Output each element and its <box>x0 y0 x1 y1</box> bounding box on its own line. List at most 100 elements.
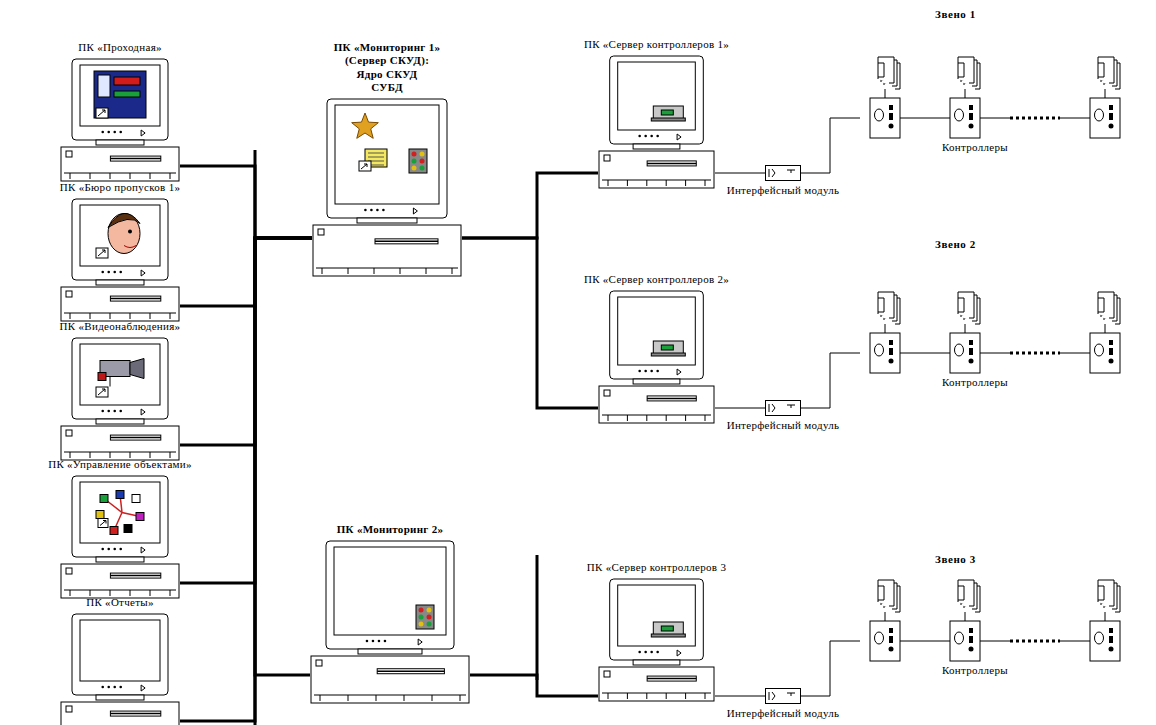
node-heading: Интерфейсный модуль <box>727 707 840 720</box>
drawing-part <box>96 108 108 118</box>
drawing-part <box>110 437 160 439</box>
drawing-part <box>110 573 160 578</box>
drawing-part <box>61 426 179 460</box>
drawing-part <box>950 621 980 661</box>
node-heading: ПК «Сервер контроллеров 2» <box>584 273 729 286</box>
drawing-part <box>80 65 160 126</box>
drawing-part <box>90 452 91 458</box>
drawing-part <box>70 173 71 179</box>
computer-icon <box>61 199 179 321</box>
drawing-part <box>110 452 111 458</box>
drawing-part <box>661 626 673 631</box>
drawing-part <box>608 415 609 421</box>
drawing-part <box>705 693 706 699</box>
drawing-part <box>1095 109 1104 121</box>
drawing-part <box>685 693 686 699</box>
drawing-part <box>1105 612 1106 621</box>
drawing-part <box>885 324 886 333</box>
drawing-part <box>90 173 91 179</box>
node-heading: ПК «Мониторинг 1»(Сервер СКУД):Ядро СКУД… <box>334 41 441 94</box>
drawing-part <box>646 180 647 186</box>
drawing-part <box>685 415 686 421</box>
drawing-part <box>418 639 422 645</box>
drawing-part <box>650 135 653 138</box>
drawing-part <box>599 667 714 701</box>
drawing-part <box>656 370 659 373</box>
drawing-part <box>348 268 349 274</box>
drawing-part <box>1095 344 1104 356</box>
drawing-part <box>119 686 122 689</box>
drawing-part <box>170 590 171 596</box>
node-label: Интерфейсный модуль <box>727 707 840 720</box>
drawing-part <box>72 614 168 695</box>
drawing-part <box>647 398 696 400</box>
network-connector <box>801 353 860 408</box>
drawing-part <box>113 548 116 551</box>
drawing-part <box>130 313 131 319</box>
drawing-part <box>1109 348 1113 355</box>
drawing-part <box>604 671 610 677</box>
drawing-part <box>870 98 900 138</box>
drawing-part <box>1060 641 1090 642</box>
drawing-part <box>101 271 104 274</box>
node-shape <box>765 400 801 416</box>
drawing-part <box>452 268 453 274</box>
drawing-part <box>107 271 110 274</box>
controller-group: Контроллеры <box>860 576 1125 661</box>
drawing-part <box>372 640 375 643</box>
drawing-part <box>638 370 641 373</box>
node-label: ПК «Отчеты» <box>86 596 154 609</box>
drawing-part <box>955 344 964 356</box>
drawing-part <box>107 686 110 689</box>
drawing-part <box>627 693 628 699</box>
drawing-part <box>969 636 973 643</box>
node-label: ПК «Мониторинг 1» <box>334 41 441 54</box>
interface-module: Интерфейсный модуль <box>765 688 801 704</box>
drawing-part <box>965 324 966 333</box>
network-connector <box>715 408 765 409</box>
drawing-part <box>602 693 711 694</box>
drawing-part <box>361 164 367 169</box>
node-label: Интерфейсный модуль <box>727 419 840 432</box>
drawing-part <box>364 209 367 212</box>
node-heading: ПК «Отчеты» <box>86 596 154 609</box>
drawing-part <box>610 579 704 660</box>
drawing-part <box>875 632 884 644</box>
drawing-part <box>666 180 667 186</box>
drawing-part <box>618 62 696 130</box>
drawing-part <box>334 547 446 635</box>
drawing-part <box>644 135 647 138</box>
drawing-part <box>647 161 696 166</box>
drawing-part <box>666 415 667 421</box>
drawing-part <box>90 313 91 319</box>
drawing-part <box>90 590 91 596</box>
drawing-part <box>374 268 375 274</box>
drawing-part <box>96 140 144 145</box>
drawing-part <box>98 519 108 528</box>
drawing-part <box>1109 359 1114 364</box>
controller-group: Контроллеры <box>860 53 1125 138</box>
drawing-part <box>627 415 628 421</box>
drawing-part <box>420 152 425 157</box>
drawing-part <box>335 105 439 204</box>
drawing-part <box>969 647 974 652</box>
drawing-part <box>170 313 171 319</box>
network-connector <box>180 238 312 583</box>
drawing-part <box>651 634 685 637</box>
interface-module-icon <box>766 166 801 181</box>
drawing-part <box>320 695 321 701</box>
drawing-part <box>170 452 171 458</box>
network-connector <box>180 166 312 238</box>
node-shape <box>860 576 1125 661</box>
drawing-part <box>352 113 379 138</box>
drawing-part <box>130 590 131 596</box>
node-label: ПК «Управление объектами» <box>48 458 192 471</box>
drawing-part <box>769 692 795 700</box>
node-label: ПК «Проходная» <box>78 41 162 54</box>
drawing-part <box>610 56 704 144</box>
node-heading: Контроллеры <box>942 376 1008 389</box>
drawing-part <box>889 340 893 345</box>
drawing-part <box>136 513 144 521</box>
node-heading: ПК «Видеонаблюдения» <box>60 320 181 333</box>
drawing-part <box>98 389 105 395</box>
